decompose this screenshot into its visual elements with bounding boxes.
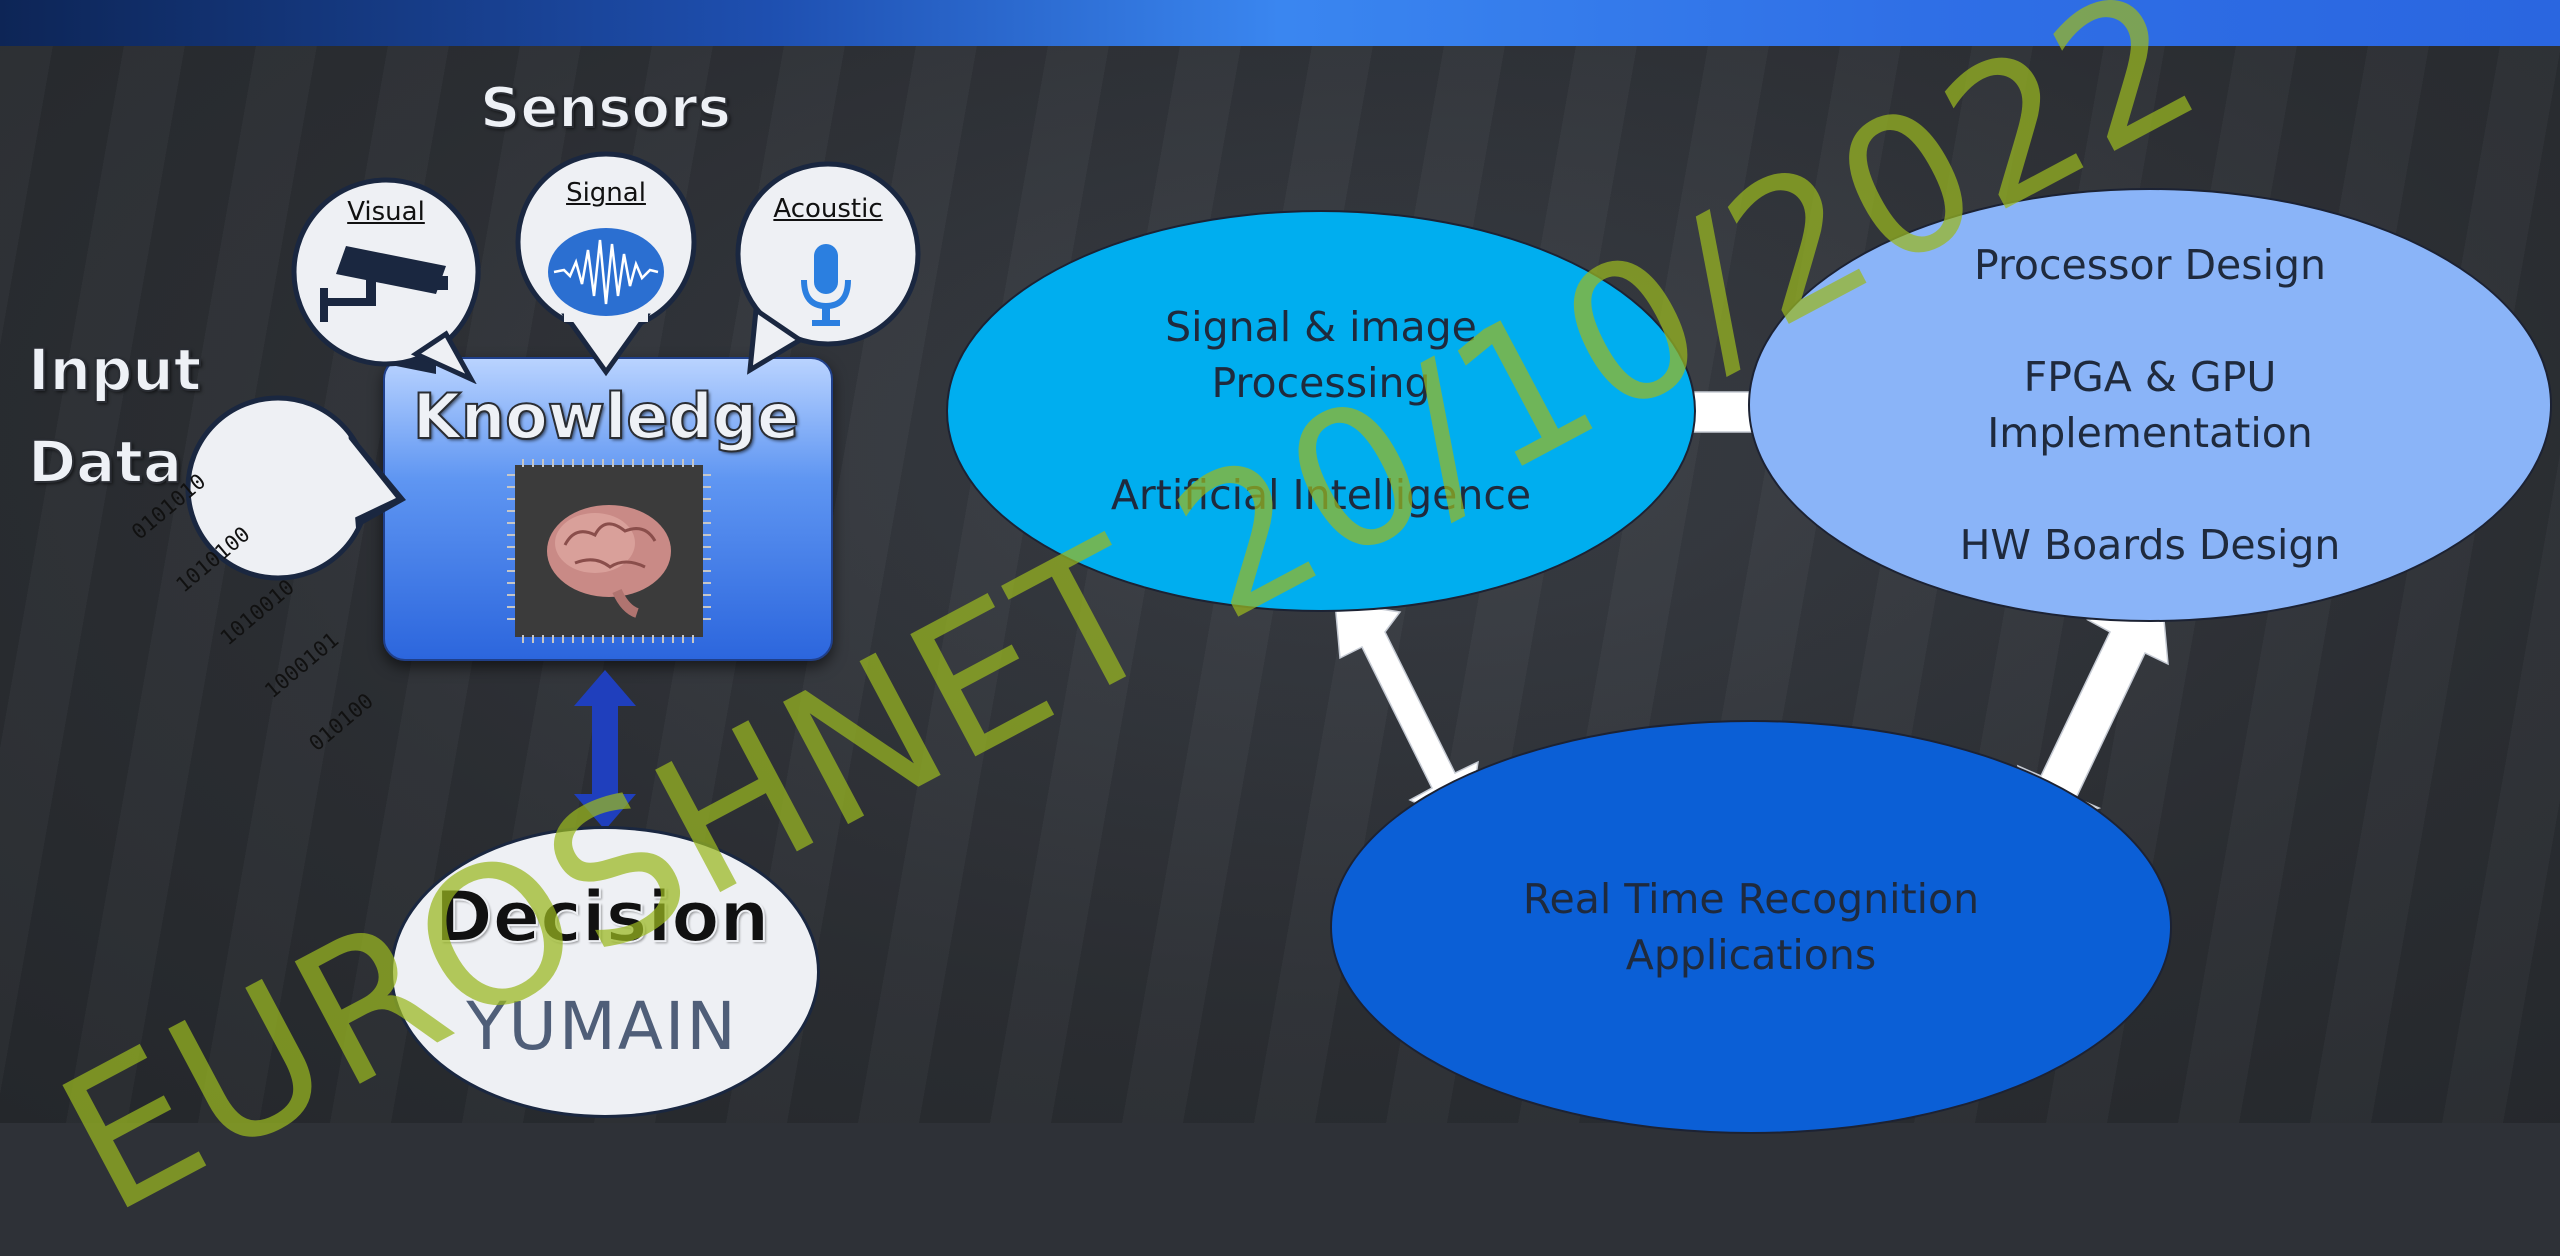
signal-wave-icon [548,228,664,316]
binary-line-2: 1010100 [171,521,255,598]
ellipse-applications: Real Time Recognition Applications [1330,720,2172,1134]
bubble-acoustic-label: Acoustic [773,194,883,224]
decision-ellipse [390,826,820,1118]
signal-line-3: Artificial Intelligence [1110,471,1532,519]
bubble-signal-label: Signal [566,178,646,208]
signal-line-2: Processing [1211,359,1431,407]
bubble-input-data [185,395,406,581]
bubble-visual-label: Visual [347,197,425,227]
microphone-icon [801,244,851,326]
connector-arrows [1334,365,2169,830]
binary-line-4: 1000101 [260,627,344,703]
brain-chip-icon [507,459,711,643]
top-banner [0,0,2560,46]
hardware-line-4: HW Boards Design [1959,521,2341,569]
security-camera-icon [320,246,448,322]
sensors-title: Sensors [479,75,732,142]
knowledge-title: Knowledge [412,379,800,454]
signal-line-1: Signal & image [1165,303,1477,351]
binary-line-3: 1010010 [215,574,299,651]
ellipse-signal-processing: Signal & image Processing Artificial Int… [946,210,1696,612]
arrow-knowledge-decision [574,670,636,830]
input-title-line-1: Input [27,335,202,405]
hardware-line-2: FPGA & GPU [2023,353,2277,401]
hardware-line-3: Implementation [1987,409,2313,457]
applications-line-1: Real Time Recognition [1522,875,1980,923]
yumain-logo: YUMAIN [466,988,738,1065]
input-title-line-2: Data [27,427,183,497]
ellipse-hardware: Processor Design FPGA & GPU Implementati… [1748,188,2552,622]
applications-line-2: Applications [1625,931,1877,979]
hardware-line-1: Processor Design [1973,241,2327,289]
decision-title: Decision [434,875,771,959]
